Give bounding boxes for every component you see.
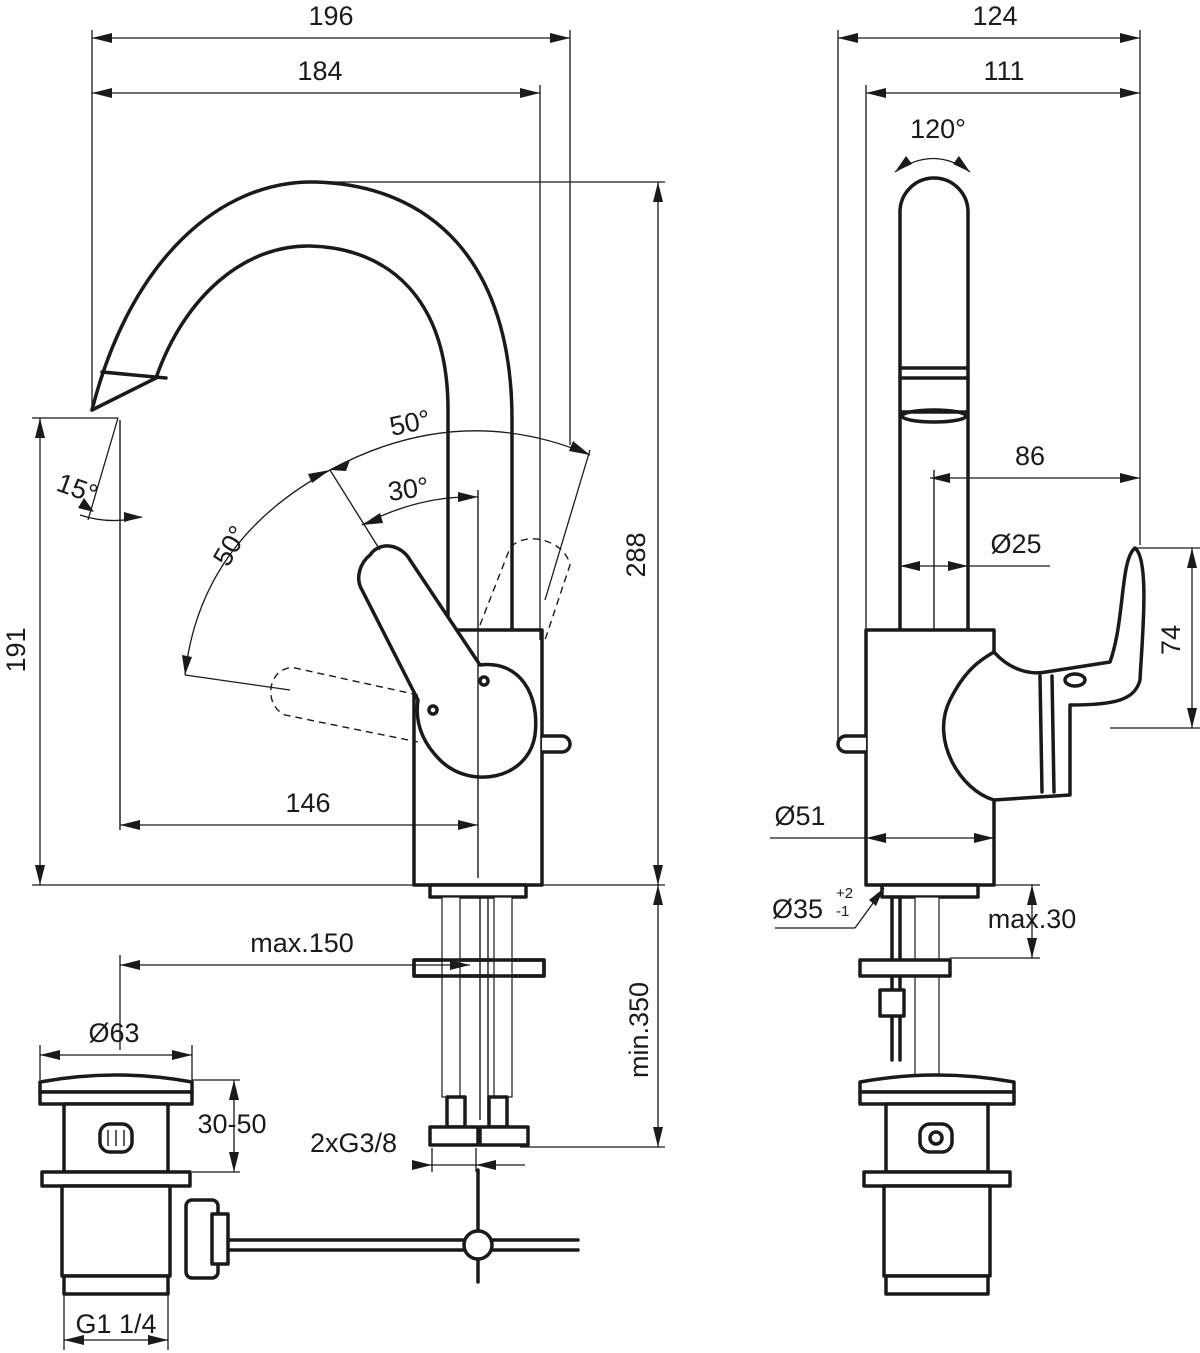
lever-position-dashed-left [270, 667, 419, 743]
waste-range-label: 30-50 [197, 1109, 266, 1139]
dim-191-label: 191 [1, 627, 31, 672]
side-lever-handle [941, 546, 1146, 802]
hole-tol-plus: +2 [836, 885, 853, 902]
side-111-label: 111 [983, 56, 1024, 86]
angle-15-label: 15° [53, 467, 102, 509]
waste-diameter-label: Ø63 [88, 1018, 139, 1048]
waste-fitting-side [858, 1073, 1016, 1296]
angle-30-label: 30° [386, 472, 431, 507]
dim-288-label: 288 [621, 532, 651, 577]
side-view: 124 111 120° 86 Ø25 74 Ø51 [770, 1, 1200, 1296]
connection-label: 2xG3/8 [310, 1128, 397, 1158]
front-view: 196 184 288 191 146 15° [1, 1, 665, 1350]
dim-146-label: 146 [285, 788, 330, 818]
swivel-angle-label: 120° [910, 114, 966, 144]
side-spout-outline [898, 176, 970, 632]
spout-diameter-label: Ø25 [990, 529, 1041, 559]
min-350-label: min.350 [624, 982, 654, 1078]
lever-height-label: 74 [1156, 625, 1186, 655]
waste-thread-label: G1 1/4 [75, 1309, 156, 1339]
side-124-label: 124 [972, 1, 1017, 31]
angle-50-left-label: 50° [207, 521, 253, 571]
angle-50-top-label: 50° [387, 404, 433, 442]
max-150-label: max.150 [250, 928, 354, 958]
dim-196-label: 196 [308, 1, 353, 31]
deck-thickness-label: max.30 [988, 904, 1077, 934]
hole-diameter-label: Ø35 [772, 894, 823, 924]
lever-handle [357, 544, 538, 779]
dim-184-label: 184 [297, 56, 342, 86]
waste-fitting-front [38, 1073, 230, 1296]
lever-position-dashed-right [479, 538, 571, 641]
body-diameter-label: Ø51 [774, 801, 825, 831]
side-86-label: 86 [1015, 441, 1045, 471]
hole-tol-minus: -1 [836, 903, 849, 920]
